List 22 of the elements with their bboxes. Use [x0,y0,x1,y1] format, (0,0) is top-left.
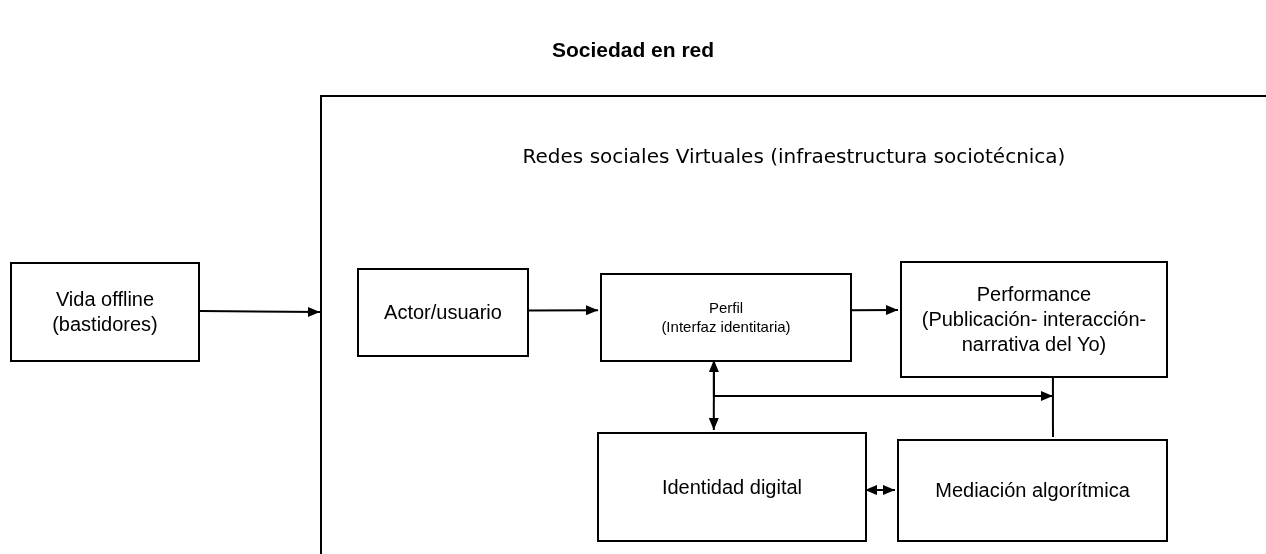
process-box [10,262,200,362]
process-box [600,273,852,362]
box-text: Mediación algorítmica [935,478,1130,503]
process-box [597,432,867,542]
process-box [357,268,529,357]
box-text: Identidad digital [661,474,803,500]
arrow [199,307,321,317]
arrow [864,485,896,495]
arrow [526,305,599,316]
frame-title: Redes sociales Virtuales (infraestructura sociotécnica) [522,143,1066,170]
box-text: Actor/usuario [384,300,502,325]
box-text: Vida offline (bastidores) [51,287,159,337]
box-text: (Interfaz identitaria) [661,317,791,337]
box-text: Performance [976,282,1092,307]
process-box [897,439,1168,542]
box-text: Perfil [708,298,744,318]
arrow [712,359,1054,401]
arrow [849,305,899,316]
container-frame [320,95,1266,554]
process-box [900,261,1168,378]
diagram-title: Sociedad en red [551,37,715,63]
box-text: (Publicación- interacción- narrativa del Yo) [920,307,1148,357]
